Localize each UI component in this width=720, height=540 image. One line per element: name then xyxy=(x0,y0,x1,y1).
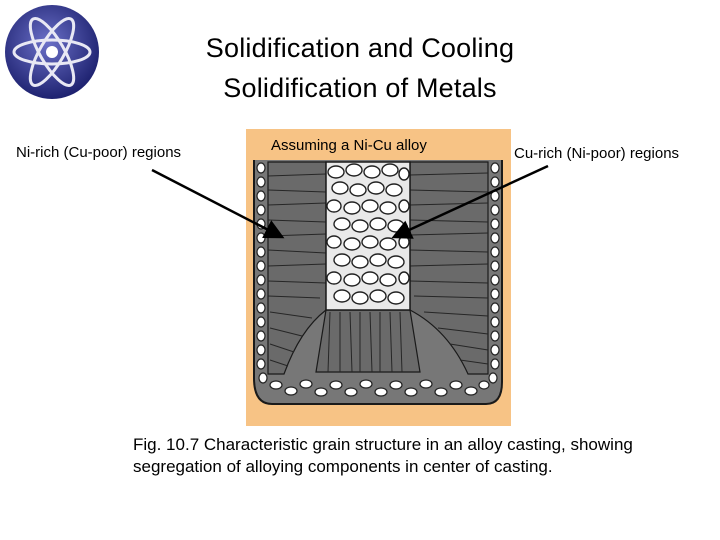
equiaxed-grains xyxy=(326,163,410,305)
alloy-assumption-label: Assuming a Ni-Cu alloy xyxy=(271,137,427,154)
columnar-grains-region xyxy=(267,161,489,375)
chill-zone-grains xyxy=(256,162,500,397)
atom-logo-icon xyxy=(5,5,99,99)
cu-rich-label: Cu-rich (Ni-poor) regions xyxy=(514,145,680,162)
slide-title-line-2: Solidification of Metals xyxy=(223,73,497,103)
columnar-grain-lines xyxy=(267,172,489,373)
slide-title-line-1: Solidification and Cooling xyxy=(205,33,515,63)
ni-rich-arrow xyxy=(151,168,285,239)
cu-rich-arrow xyxy=(391,164,549,239)
figure-caption: Fig. 10.7 Characteristic grain structure… xyxy=(133,435,633,476)
ni-rich-label: Ni-rich (Cu-poor) regions xyxy=(16,144,182,161)
